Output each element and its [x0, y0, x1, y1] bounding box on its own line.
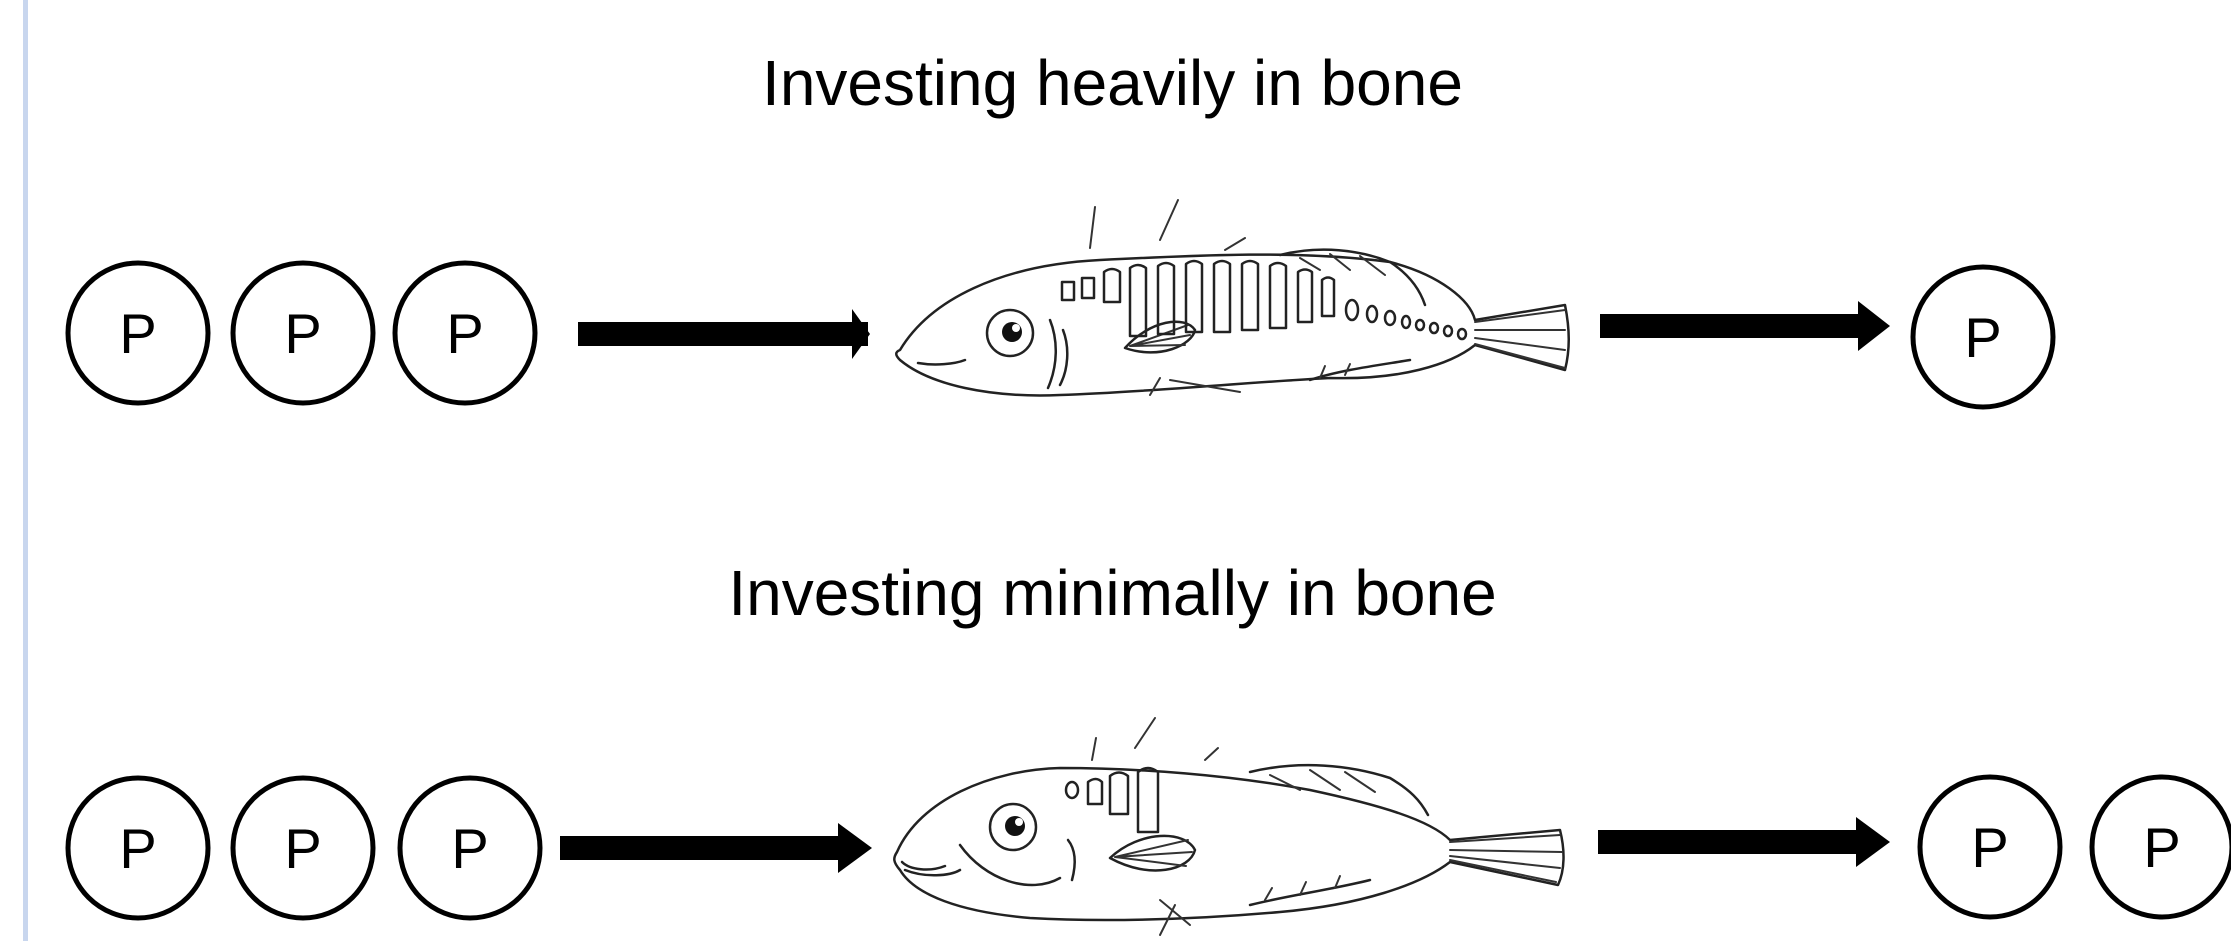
phosphate-label: P: [2143, 816, 2180, 879]
phosphate-circle: P: [233, 778, 373, 918]
phosphate-output-minimal: P P: [1920, 777, 2231, 917]
phosphate-label: P: [284, 817, 321, 880]
phosphate-circle: P: [68, 263, 208, 403]
phosphate-label: P: [446, 302, 483, 365]
phosphate-circle: P: [1913, 267, 2053, 407]
phosphate-label: P: [284, 302, 321, 365]
phosphate-output-heavy: P: [1913, 267, 2053, 407]
phosphate-circle: P: [233, 263, 373, 403]
arrow-right-icon: [1600, 301, 1890, 351]
phosphate-circle: P: [395, 263, 535, 403]
phosphate-label: P: [1964, 306, 2001, 369]
phosphate-input-heavy: P P P: [68, 263, 535, 403]
heavily-armored-fish-icon: [896, 200, 1569, 395]
arrow-right-icon: [578, 306, 870, 359]
phosphate-label: P: [119, 817, 156, 880]
phosphate-label: P: [119, 302, 156, 365]
phosphate-label: P: [451, 817, 488, 880]
phosphate-circle: P: [1920, 777, 2060, 917]
phosphate-circle: P: [400, 778, 540, 918]
phosphate-circle: P: [68, 778, 208, 918]
lightly-armored-fish-icon: [894, 718, 1563, 935]
arrow-right-icon: [560, 823, 872, 873]
arrow-right-icon: [1598, 817, 1890, 867]
phosphate-circle: P: [2092, 777, 2231, 917]
phosphate-input-minimal: P P P: [68, 778, 540, 918]
phosphate-label: P: [1971, 816, 2008, 879]
